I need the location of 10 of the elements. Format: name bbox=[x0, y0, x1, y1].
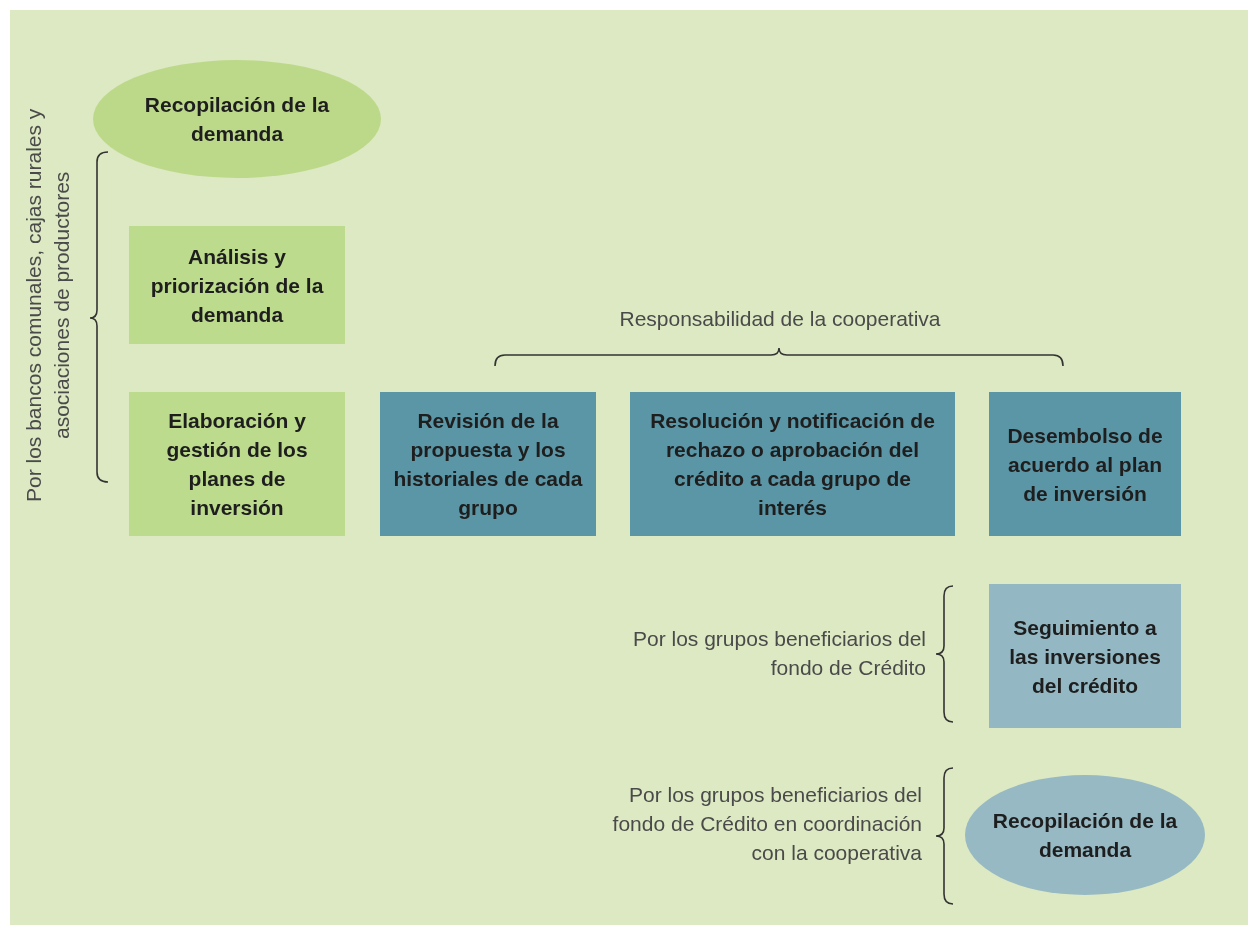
process-box: Revisión de la propuesta y los historiales de cada grupo bbox=[380, 392, 596, 536]
annotation-text: Por los grupos beneficiarios del fondo de Crédito en coordinación con la cooperativa bbox=[611, 782, 922, 866]
annotation-text: Responsabilidad de la cooperativa bbox=[618, 306, 942, 332]
annotation-text: Por los grupos beneficiarios del fondo de Crédito bbox=[632, 626, 926, 681]
process-box: Seguimiento a las inversiones del crédito bbox=[989, 584, 1181, 728]
process-box: Resolución y notificación de rechazo o aprobación del crédito a cada grupo de interés bbox=[630, 392, 955, 536]
annotation-text: Por los bancos comunales, cajas rurales y asociaciones de productores bbox=[21, 107, 74, 504]
process-box: Análisis y priorización de la demanda bbox=[129, 226, 345, 344]
process-box: Desembolso de acuerdo al plan de inversión bbox=[989, 392, 1181, 536]
process-box: Elaboración y gestión de los planes de inversión bbox=[129, 392, 345, 536]
